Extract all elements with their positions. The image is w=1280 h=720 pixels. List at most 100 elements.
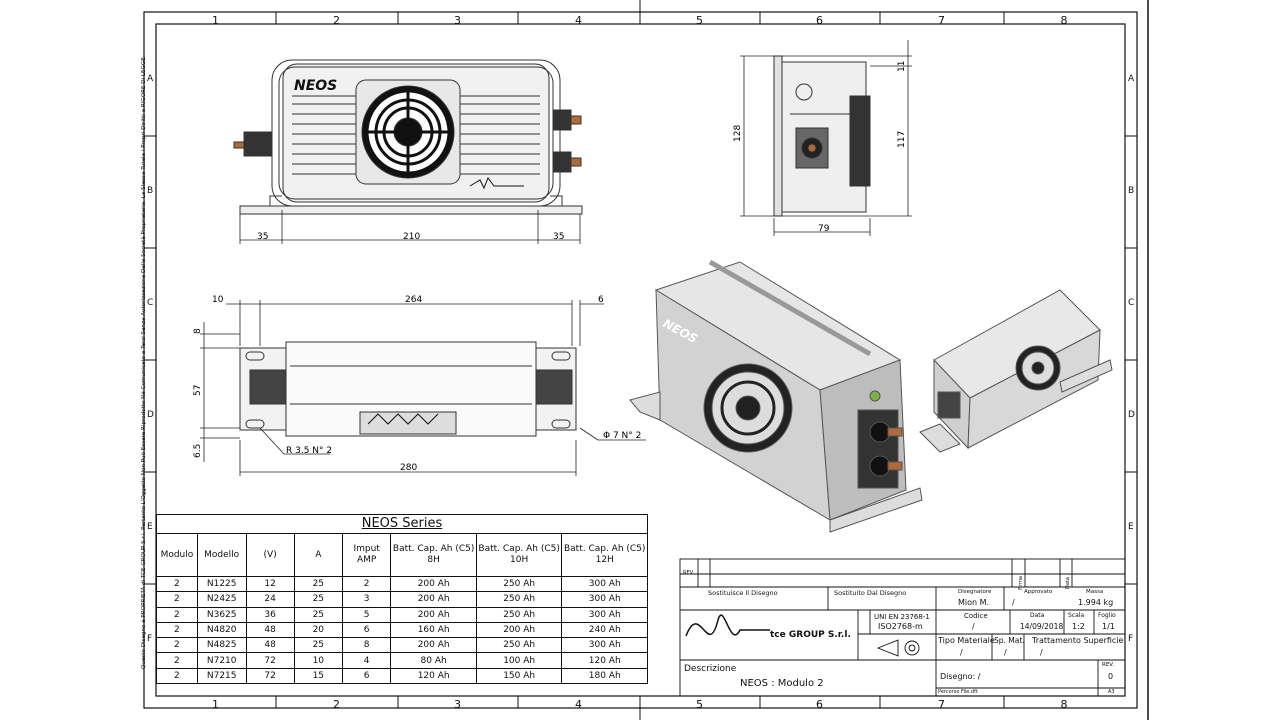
- table-cell: 300 Ah: [561, 606, 648, 623]
- table-cell: 6: [341, 621, 392, 639]
- zone-column-label: 2: [333, 698, 340, 711]
- zone-row-label: A: [147, 74, 154, 84]
- table-cell: 25: [293, 591, 343, 608]
- tb-massa-label: Massa: [1086, 589, 1104, 595]
- dim-side-128: 128: [733, 125, 743, 142]
- table-cell: 120 Ah: [561, 652, 648, 669]
- zone-row-label: D: [147, 410, 154, 420]
- table-cell: 36: [245, 606, 295, 623]
- table-cell: 25: [293, 606, 343, 623]
- tb-formato: A3: [1108, 689, 1115, 695]
- table-cell: 4: [341, 652, 392, 669]
- zone-row-label: E: [1128, 522, 1134, 532]
- tb-sp-mat: /: [1004, 648, 1007, 657]
- table-cell: 300 Ah: [561, 591, 648, 608]
- table-cell: N7210: [196, 652, 247, 669]
- table-cell: 10: [293, 652, 343, 669]
- tb-approvato-label: Approvato: [1024, 589, 1053, 595]
- table-cell: 48: [245, 621, 295, 639]
- tb-scala: 1:2: [1072, 622, 1085, 631]
- zone-column-label: 8: [1060, 698, 1068, 711]
- dim-front-8: 8: [193, 328, 203, 334]
- zone-column-label: 5: [696, 698, 703, 711]
- tb-foglio: 1/1: [1102, 622, 1115, 631]
- zone-row-label: B: [147, 186, 154, 196]
- tb-norma-1: UNI EN 23768-1: [874, 613, 930, 621]
- table-cell: 240 Ah: [561, 621, 648, 639]
- dim-front-264: 264: [405, 295, 422, 305]
- table-cell: 200 Ah: [475, 621, 563, 639]
- table-cell: 200 Ah: [390, 606, 477, 623]
- tb-disegnatore-label: Disegnatore: [958, 589, 992, 595]
- table-cell: 5: [341, 606, 392, 623]
- table-cell: 80 Ah: [390, 652, 477, 669]
- zone-column-label: 7: [938, 698, 945, 711]
- tb-tipo-materiale-label: Tipo Materiale: [938, 636, 995, 645]
- tb-sostituisce: Sostituisce Il Disegno: [708, 589, 778, 597]
- isometric-view-small: [919, 289, 1113, 453]
- zone-row-label: F: [1128, 634, 1134, 644]
- table-cell: N3625: [196, 606, 247, 623]
- tb-rev-value: 0: [1108, 672, 1114, 681]
- zone-column-label: 6: [816, 14, 823, 27]
- table-cell: 2: [156, 667, 198, 685]
- table-cell: 3: [341, 591, 392, 608]
- tb-codice: /: [972, 622, 975, 631]
- zone-column-label: 4: [575, 698, 582, 711]
- tb-descrizione-label: Descrizione: [684, 664, 737, 674]
- dim-front-10: 10: [212, 295, 224, 305]
- dim-front-280: 280: [400, 463, 417, 473]
- table-cell: 250 Ah: [475, 591, 563, 608]
- dim-front-65: 6.5: [193, 444, 203, 458]
- zone-column-label: 1: [212, 698, 219, 711]
- table-cell: 24: [245, 591, 295, 608]
- dim-top-mid: 210: [403, 232, 420, 242]
- dim-front-57: 57: [193, 385, 203, 396]
- table-cell: 160 Ah: [390, 621, 477, 639]
- zone-column-label: 6: [816, 698, 823, 711]
- zone-row-label: C: [147, 298, 154, 308]
- tb-descrizione: NEOS : Modulo 2: [740, 678, 824, 689]
- tb-tipo-materiale: /: [960, 648, 963, 657]
- table-cell: 2: [156, 606, 198, 623]
- table-cell: 72: [245, 667, 295, 685]
- tb-norma-2: ISO2768-m: [878, 622, 923, 631]
- table-cell: N7215: [196, 667, 247, 685]
- dim-front-6: 6: [598, 295, 604, 305]
- tb-data-value: 14/09/2018: [1020, 622, 1064, 631]
- table-cell: 6: [341, 667, 392, 685]
- zone-column-label: 2: [333, 14, 340, 27]
- table-cell: 250 Ah: [475, 637, 563, 654]
- table-cell: 20: [293, 621, 343, 639]
- table-cell: 300 Ah: [561, 637, 648, 654]
- table-header-cell: Modulo: [156, 533, 198, 577]
- zone-column-label: 7: [938, 14, 945, 27]
- table-cell: N4820: [196, 621, 247, 639]
- zone-row-label: F: [147, 634, 153, 644]
- dim-side-79: 79: [818, 224, 830, 234]
- table-cell: 120 Ah: [390, 667, 477, 685]
- zone-column-label: 3: [454, 698, 461, 711]
- tb-foglio-label: Foglio: [1098, 612, 1116, 619]
- table-header-cell: Modello: [196, 533, 247, 577]
- table-cell: 25: [293, 575, 343, 593]
- table-cell: 2: [156, 575, 198, 593]
- zone-column-label: 8: [1060, 14, 1068, 27]
- table-cell: 100 Ah: [475, 652, 563, 669]
- tb-data-label: Data: [1030, 612, 1045, 619]
- table-cell: 2: [156, 637, 198, 654]
- tb-firma: Firma: [1017, 576, 1024, 590]
- table-cell: 200 Ah: [390, 575, 477, 593]
- table-header-cell: Batt. Cap. Ah (C5) 12H: [561, 533, 648, 577]
- table-cell: 200 Ah: [390, 637, 477, 654]
- table-cell: 2: [341, 575, 392, 593]
- table-cell: 250 Ah: [475, 575, 563, 593]
- tb-disegnatore: Mion M.: [958, 598, 990, 607]
- top-view: [233, 59, 583, 215]
